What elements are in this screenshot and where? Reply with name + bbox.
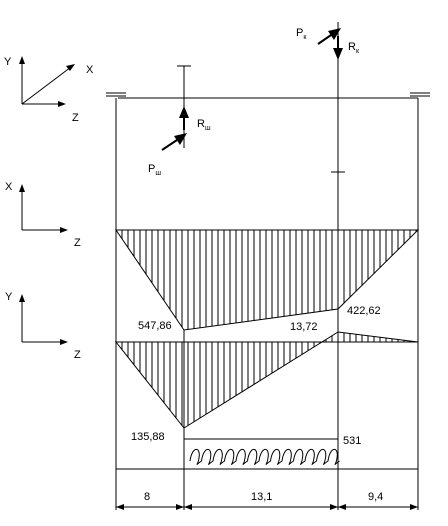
svg-text:Pш: Pш: [148, 163, 161, 177]
dimension-8: 8: [144, 491, 150, 503]
svg-text:Z: Z: [74, 349, 81, 361]
moment-label-135-88: 135,88: [131, 431, 165, 443]
axis-y-label: Y: [4, 56, 12, 68]
guide-lines: [115, 98, 419, 510]
axis-z-label: Z: [72, 112, 79, 124]
axis-triad-xz: X Z: [5, 181, 81, 249]
moment-diagram-mx: 547,86 422,62: [115, 229, 420, 332]
torque-coil: [189, 448, 340, 465]
dimension-9-4: 9,4: [368, 491, 383, 503]
moment-label-13-72: 13,72: [290, 321, 318, 333]
svg-text:Z: Z: [74, 237, 81, 249]
force-p-w: Pш: [148, 133, 187, 177]
svg-text:Rк: Rк: [348, 41, 360, 55]
svg-text:Pк: Pк: [296, 27, 307, 41]
moment-label-422-62: 422,62: [347, 305, 381, 317]
dimension-line: 8 13,1 9,4: [116, 491, 418, 510]
axis-triad-yz: Y Z: [5, 291, 81, 361]
moment-diagram-my: 13,72 135,88: [114, 321, 419, 443]
torque-label-531: 531: [343, 435, 361, 447]
svg-text:X: X: [5, 181, 13, 193]
axis-triad-3d: Y X Z: [4, 56, 94, 124]
axis-x-label: X: [86, 64, 94, 76]
dimension-13-1: 13,1: [251, 491, 272, 503]
force-r-k: Rк: [333, 36, 360, 60]
force-p-k: Pк: [296, 27, 341, 45]
svg-text:Rш: Rш: [197, 118, 211, 132]
svg-text:Y: Y: [5, 291, 13, 303]
force-r-w: Rш: [179, 106, 211, 132]
shaft-view: [106, 22, 430, 173]
moment-label-547-86: 547,86: [138, 320, 172, 332]
